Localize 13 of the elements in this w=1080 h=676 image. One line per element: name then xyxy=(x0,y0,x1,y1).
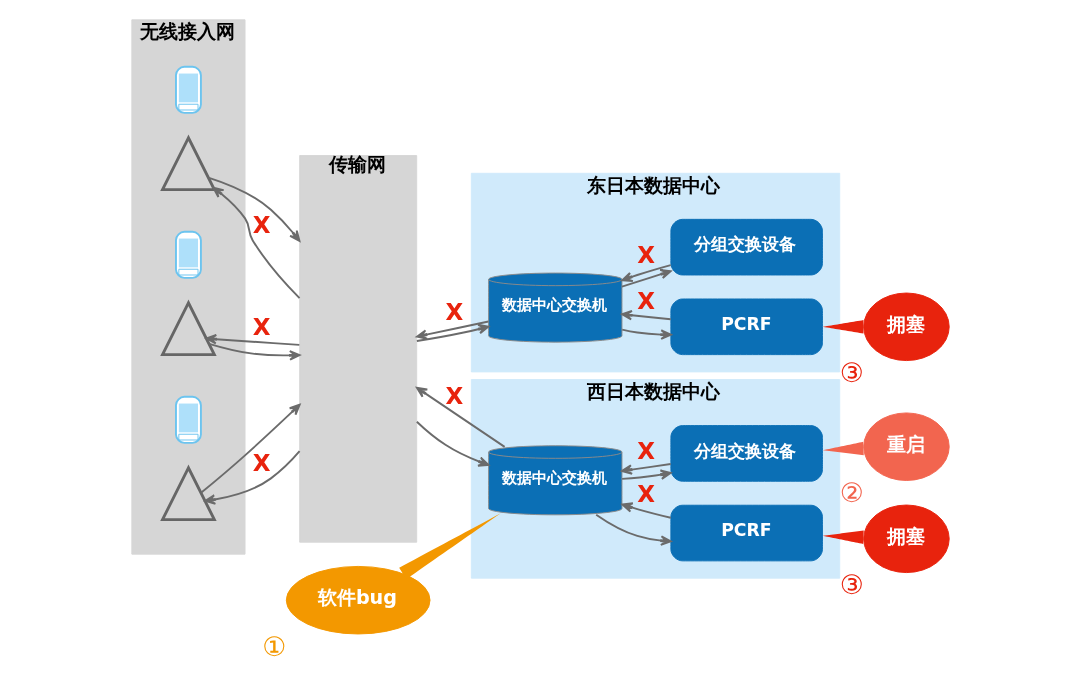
edge-label: X xyxy=(636,241,655,268)
edge-label: X xyxy=(444,299,463,326)
edge-label: X xyxy=(636,480,655,507)
edge-label: X xyxy=(636,287,655,314)
node-label: ① xyxy=(261,630,286,662)
edge-label: X xyxy=(252,211,270,238)
edge-label: X xyxy=(636,438,655,465)
edge-label: X xyxy=(252,449,270,476)
node-label: ③ xyxy=(839,569,864,601)
node-label: ② xyxy=(839,477,864,509)
edge-label: X xyxy=(444,382,463,409)
node-label: ③ xyxy=(839,357,864,389)
edge-label: X xyxy=(252,313,270,340)
